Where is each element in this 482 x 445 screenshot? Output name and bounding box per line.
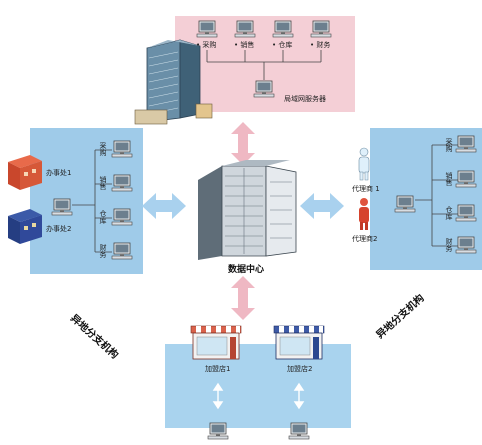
right-connectors [415,144,458,247]
arrow-right-to-center [300,193,344,219]
arrow-top-to-center [231,122,255,165]
arrow-center-to-bottom [231,276,255,320]
agent-label-2: 代理商2 [352,235,378,243]
office-label-1: 办事处1 [46,169,72,177]
lan-server-computer-icon [253,80,275,98]
left-connectors [72,149,112,253]
right-dept-label-sales: 销售 [445,172,453,186]
left-dept-label-purchase: 采购 [99,142,107,156]
server-rack-icon [198,160,297,260]
arrow-left-to-center [142,193,186,219]
office-label-2: 办事处2 [46,225,72,233]
office-house-icon-2 [8,209,42,244]
left-dept-label-finance: 财务 [99,244,107,258]
datacenter-label: 数据中心 [228,265,265,275]
top-dept-label-purchase: • 采购 [196,41,217,49]
office-house-icon-1 [8,155,42,190]
top-dept-label-warehouse: • 仓库 [272,41,293,49]
store2-computer-icon [288,422,310,440]
right-dept-label-purchase: 采购 [445,138,453,152]
left-dept-label-warehouse: 仓库 [99,210,107,224]
top-connectors [206,50,322,80]
store-awning-icon-2 [273,325,325,360]
person-icon-2 [359,198,369,230]
right-dept-label-warehouse: 仓库 [445,206,453,220]
person-icon-1 [358,147,370,181]
bottom-double-arrows [212,382,305,410]
store-label-1: 加盟店1 [205,365,231,373]
office-building-icon [134,39,213,125]
agent-label-1: 代理商 1 [352,185,380,193]
top-dept-label-finance: • 财务 [310,41,331,49]
store-awning-icon-1 [190,325,242,360]
right-dept-label-finance: 财务 [445,238,453,252]
store1-computer-icon [207,422,229,440]
store-label-2: 加盟店2 [287,365,313,373]
lan-server-label: 局域网服务器 [284,95,326,103]
left-dept-label-sales: 销售 [99,176,107,190]
top-dept-label-sales: • 销售 [234,41,255,49]
